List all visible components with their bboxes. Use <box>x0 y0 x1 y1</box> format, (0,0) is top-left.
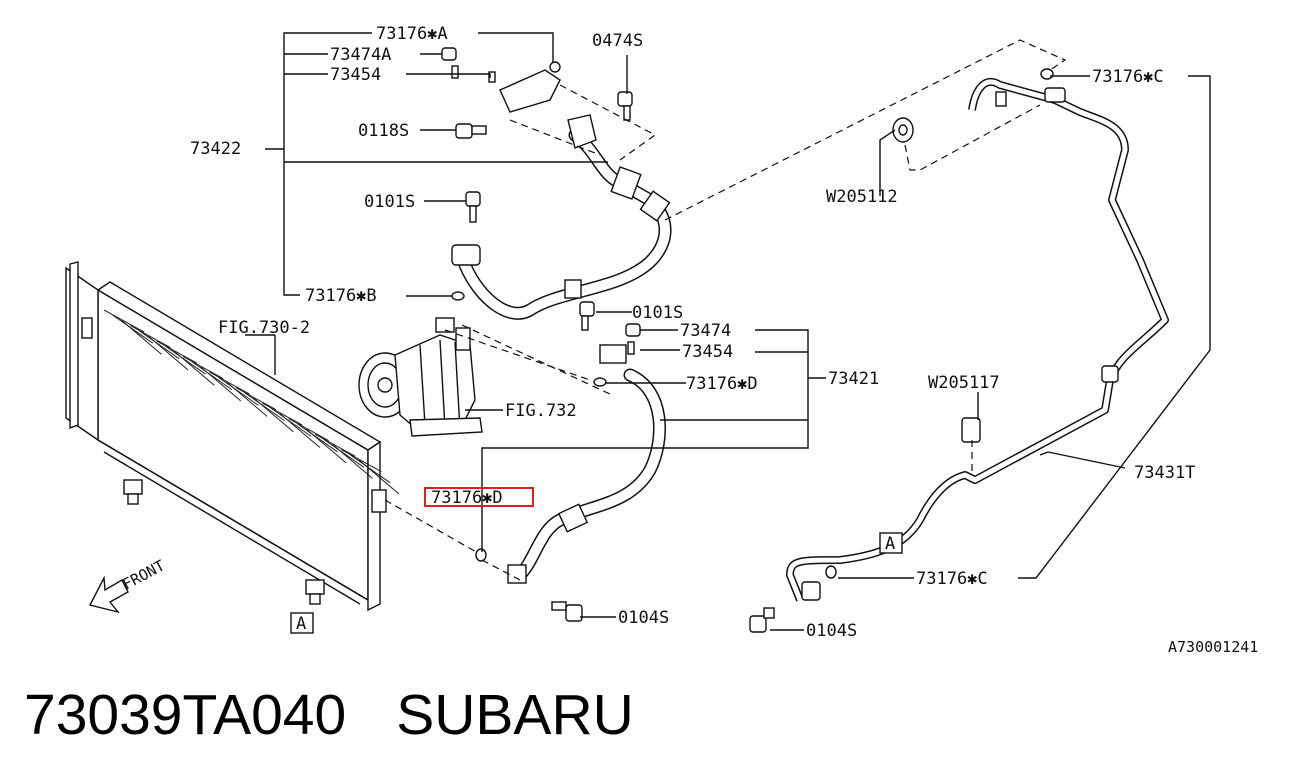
condenser-fin <box>358 459 400 495</box>
compressor <box>358 317 483 437</box>
condenser-fin <box>288 418 329 442</box>
label-73176D-upper: 73176✱D <box>686 374 758 394</box>
label-73176C-bottom: 73176✱C <box>916 569 988 589</box>
label-fig-730-2[interactable]: FIG.730-2 <box>218 318 310 338</box>
condenser-fin <box>341 449 382 473</box>
label-73454-top: 73454 <box>330 65 381 85</box>
condenser-fin <box>165 345 206 375</box>
condenser-fin <box>253 397 294 433</box>
part-number: 73039TA040 <box>24 683 347 747</box>
condenser-fin <box>270 407 312 437</box>
label-73176B: 73176✱B <box>305 286 377 306</box>
front-arrow-icon <box>88 575 129 614</box>
front-label: FRONT <box>119 556 167 593</box>
leader-lines <box>245 32 1211 631</box>
ref-A-left: A <box>296 614 306 634</box>
condenser-fin <box>182 356 224 379</box>
condenser-fin <box>279 413 321 448</box>
label-0118S: 0118S <box>358 121 409 141</box>
callout-labels: 73176✱A 73474A 73454 0474S 73422 0118S 0… <box>190 24 1258 656</box>
ref-A-right: A <box>885 534 895 554</box>
label-73176A: 73176✱A <box>376 24 448 44</box>
label-fig-732[interactable]: FIG.732 <box>505 401 577 421</box>
label-W205117: W205117 <box>928 373 1000 393</box>
label-0101S-mid: 0101S <box>632 303 683 323</box>
condenser-fin <box>305 428 347 464</box>
condenser-fin <box>297 423 338 453</box>
pipe-73431T <box>786 77 1169 602</box>
label-73176C-top: 73176✱C <box>1092 67 1164 87</box>
reference-markers: A A <box>290 532 903 634</box>
condenser-fin <box>244 392 285 422</box>
diagram-code: A730001241 <box>1168 638 1258 656</box>
condenser-fin <box>314 433 356 457</box>
condenser-fin <box>130 325 171 348</box>
label-73431T: 73431T <box>1134 463 1195 483</box>
condenser-fin <box>138 330 180 360</box>
condenser-fin <box>200 366 242 402</box>
condenser-fin <box>191 361 233 391</box>
condenser-fin <box>218 376 259 406</box>
condenser-fin <box>121 319 162 355</box>
label-0104S-left: 0104S <box>618 608 669 628</box>
label-0474S: 0474S <box>592 31 643 51</box>
condenser-fin <box>262 402 303 426</box>
condenser-fin <box>174 350 215 386</box>
label-73454-mid: 73454 <box>682 342 733 362</box>
label-0104S-right: 0104S <box>806 621 857 641</box>
condenser-fin <box>332 444 373 479</box>
condenser-fin <box>103 309 145 333</box>
label-73176D-highlighted[interactable]: 73176✱D <box>431 488 503 508</box>
label-W205112: W205112 <box>826 187 898 207</box>
front-direction-arrow: FRONT <box>88 556 168 614</box>
hose-73421 <box>507 344 666 584</box>
condenser-fin <box>147 335 189 371</box>
condenser-fin <box>323 438 365 468</box>
dashed-guides <box>384 39 1067 581</box>
condenser-assembly <box>65 261 400 612</box>
label-0101S-top: 0101S <box>364 192 415 212</box>
condenser-fin <box>349 454 391 484</box>
condenser-fin <box>226 382 268 417</box>
condenser-fin <box>112 314 154 344</box>
condenser-fin <box>235 387 277 411</box>
fasteners <box>441 47 1054 633</box>
label-73474: 73474 <box>680 321 731 341</box>
label-73421: 73421 <box>828 369 879 389</box>
highlight-box <box>424 487 534 507</box>
brand-name: SUBARU <box>396 683 634 747</box>
label-73474A: 73474A <box>330 45 391 65</box>
part-caption: 73039TA040 SUBARU <box>24 682 634 748</box>
label-73422: 73422 <box>190 139 241 159</box>
condenser-fin <box>209 371 250 395</box>
hose-73422 <box>451 69 672 320</box>
condenser-fin <box>156 340 197 364</box>
